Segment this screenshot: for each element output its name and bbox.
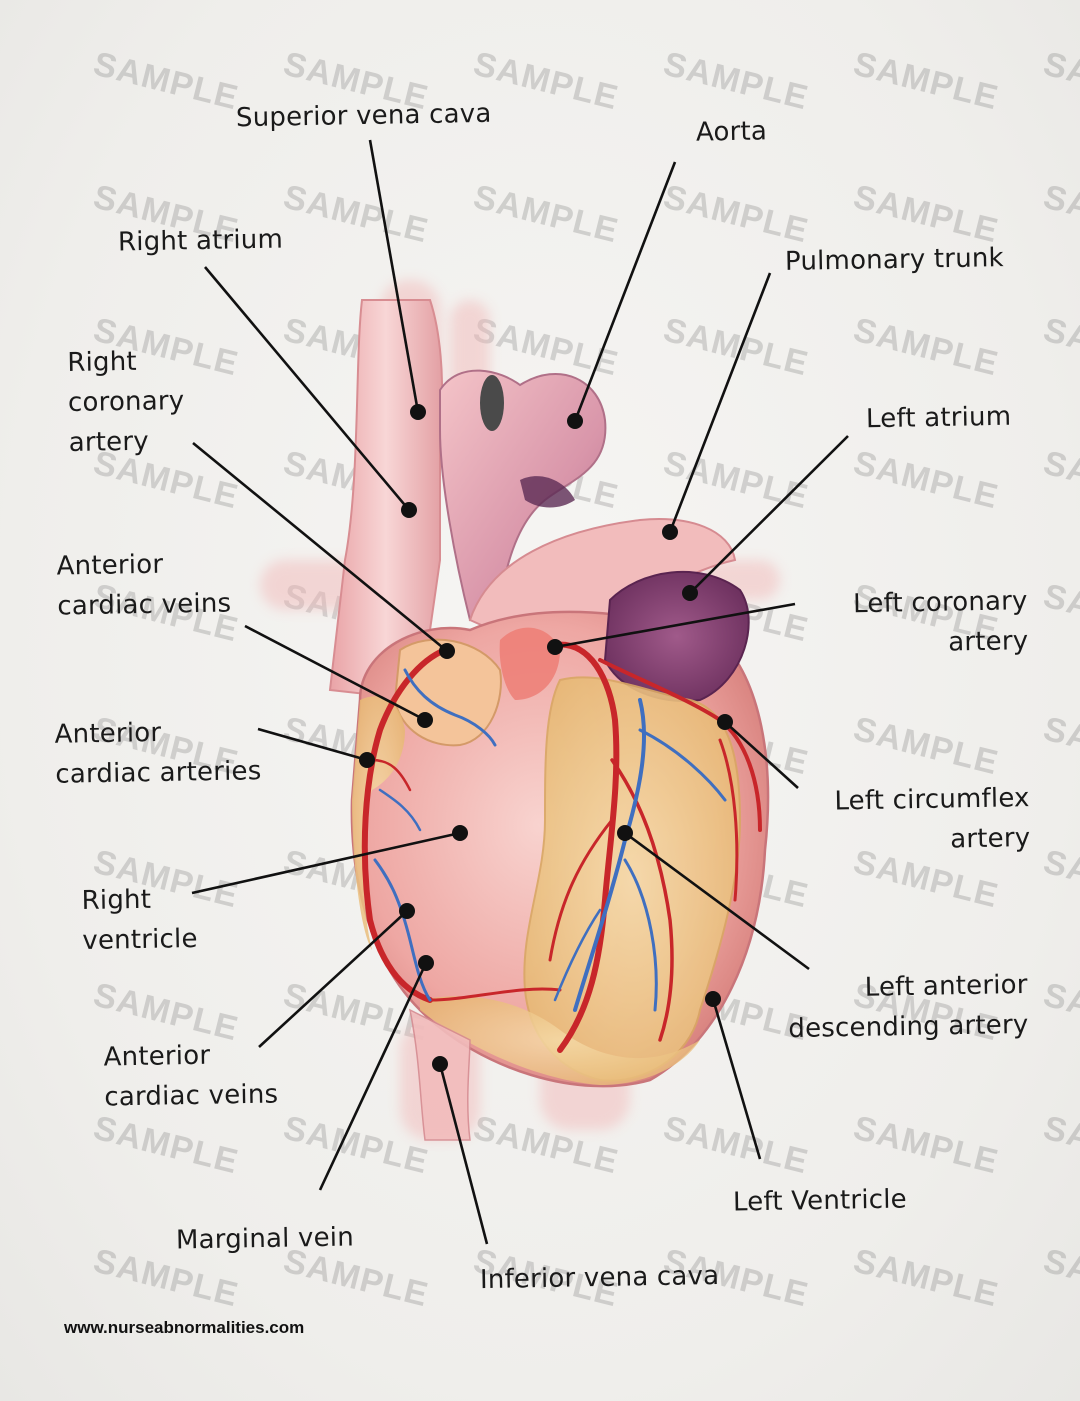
label-anterior-cardiac-arteries: Anterior cardiac arteries — [54, 717, 262, 790]
label-left-anterior-descending-artery: Left anterior descending artery — [788, 969, 1029, 1045]
pointer-lines — [191, 139, 849, 1245]
label-pulmonary-trunk: Pulmonary trunk — [784, 243, 1005, 277]
label-right-coronary-artery: Right coronary artery — [67, 346, 185, 459]
label-left-ventricle: Left Ventricle — [732, 1184, 908, 1218]
pointer-dots — [359, 404, 733, 1072]
inferior-vena-cava-vessel — [408, 1008, 471, 1141]
label-right-atrium: Right atrium — [117, 224, 284, 258]
label-anterior-cardiac-veins-top: Anterior cardiac veins — [56, 549, 232, 622]
label-inferior-vena-cava: Inferior vena cava — [479, 1260, 720, 1296]
label-right-ventricle: Right ventricle — [81, 884, 198, 957]
label-superior-vena-cava: Superior vena cava — [235, 98, 492, 134]
label-left-circumflex-artery: Left circumflex artery — [834, 783, 1031, 855]
label-marginal-vein: Marginal vein — [175, 1222, 355, 1256]
fat-bottom — [420, 996, 700, 1085]
aorta-opening — [480, 375, 504, 431]
aortic-arch — [439, 369, 607, 622]
label-anterior-cardiac-veins-bottom: Anterior cardiac veins — [103, 1040, 279, 1113]
superior-vena-cava-vessel — [328, 299, 443, 702]
label-left-coronary-artery: Left coronary artery — [852, 586, 1029, 658]
website-url: www.nurseabnormalities.com — [64, 1318, 305, 1337]
label-left-atrium: Left atrium — [865, 401, 1012, 435]
label-aorta: Aorta — [695, 116, 768, 148]
